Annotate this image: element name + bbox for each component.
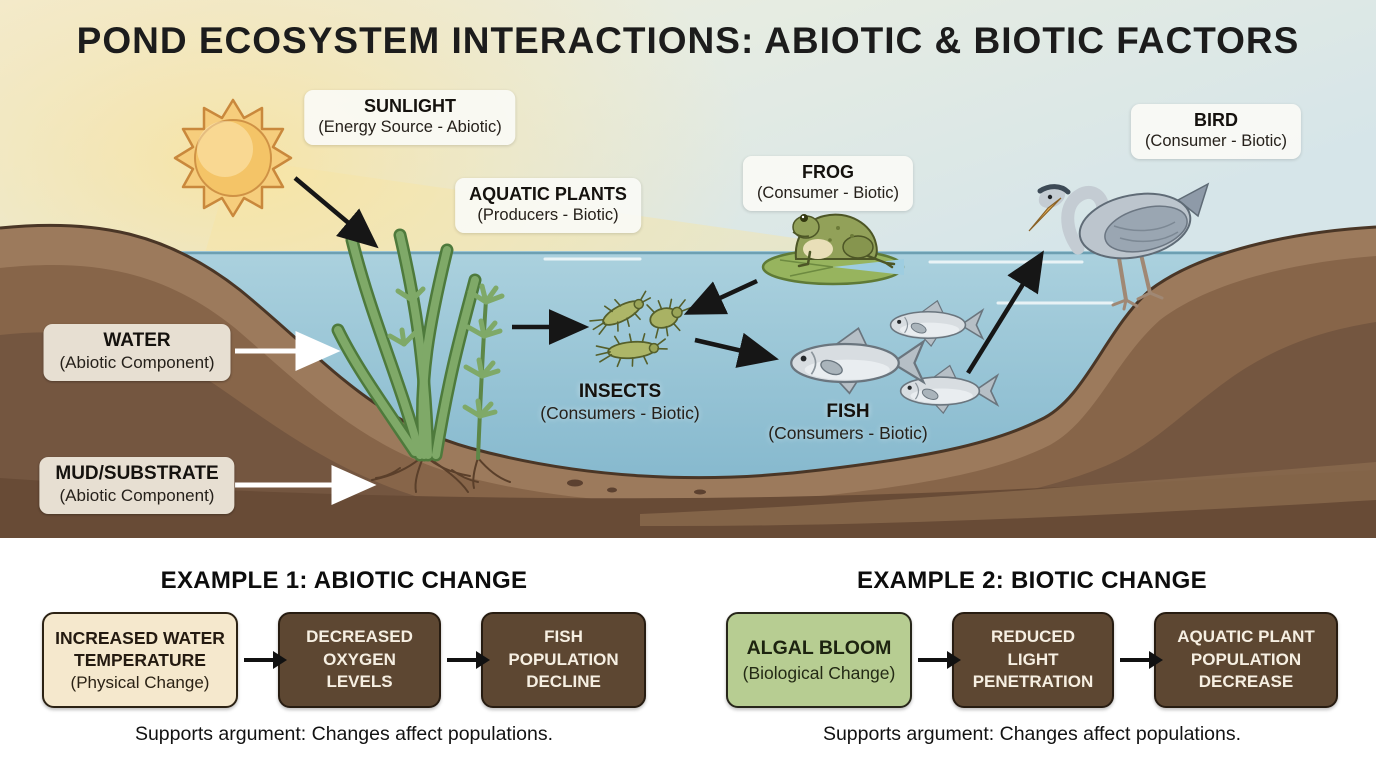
example-1-abiotic-change: EXAMPLE 1: ABIOTIC CHANGE INCREASED WATE…: [0, 538, 688, 768]
label-insects-sub: (Consumers - Biotic): [540, 403, 700, 423]
label-bird-title: BIRD: [1194, 110, 1238, 130]
label-bird: BIRD (Consumer - Biotic): [1130, 104, 1302, 159]
flow-box-title: AQUATIC PLANT POPULATION DECREASE: [1177, 627, 1315, 692]
page-title: POND ECOSYSTEM INTERACTIONS: ABIOTIC & B…: [76, 20, 1300, 61]
label-insects: INSECTS (Consumers - Biotic): [526, 376, 713, 431]
flow-box-algal-bloom: ALGAL BLOOM (Biological Change): [726, 612, 912, 708]
label-sunlight: SUNLIGHT (Energy Source - Abiotic): [304, 90, 516, 145]
example-1-flow: INCREASED WATER TEMPERATURE (Physical Ch…: [42, 612, 646, 708]
label-aquatic-plants-title: AQUATIC PLANTS: [469, 184, 627, 204]
right-arrow-icon: [447, 650, 490, 669]
flow-box-reduced-light-penetration: REDUCED LIGHT PENETRATION: [952, 612, 1114, 708]
sun-icon: [173, 98, 293, 218]
right-arrow-icon: [1120, 650, 1163, 669]
flow-box-sub: (Physical Change): [70, 673, 210, 693]
pointer-arrows: [235, 331, 377, 505]
flow-box-fish-population-decline: FISH POPULATION DECLINE: [481, 612, 646, 708]
flow-box-aquatic-plant-population-decrease: AQUATIC PLANT POPULATION DECREASE: [1154, 612, 1338, 708]
right-arrow-icon: [244, 650, 287, 669]
label-water: WATER (Abiotic Component): [43, 324, 231, 381]
heron-illustration: [1028, 182, 1210, 311]
flow-box-title: REDUCED LIGHT PENETRATION: [972, 627, 1094, 692]
examples-section: EXAMPLE 1: ABIOTIC CHANGE INCREASED WATE…: [0, 538, 1376, 768]
label-aquatic-plants: AQUATIC PLANTS (Producers - Biotic): [455, 178, 641, 233]
label-fish: FISH (Consumers - Biotic): [754, 396, 941, 451]
arrow-insects-to-fish: [694, 332, 779, 368]
label-sunlight-sub: (Energy Source - Abiotic): [318, 118, 502, 136]
example-1-caption: Supports argument: Changes affect popula…: [134, 723, 554, 745]
label-water-title: WATER: [103, 330, 171, 351]
label-frog-title: FROG: [802, 162, 854, 182]
example-2-biotic-change: EXAMPLE 2: BIOTIC CHANGE ALGAL BLOOM (Bi…: [688, 538, 1376, 768]
arrow-frog-to-insects: [683, 278, 758, 315]
flow-arrows: [293, 176, 1044, 375]
label-frog-sub: (Consumer - Biotic): [756, 184, 900, 202]
label-frog: FROG (Consumer - Biotic): [742, 156, 914, 211]
frog-on-lilypad-illustration: [761, 213, 905, 286]
label-mud-sub: (Abiotic Component): [59, 486, 215, 505]
label-mud-title: MUD/SUBSTRATE: [55, 463, 219, 484]
arrow-fish-to-bird: [966, 250, 1044, 375]
label-fish-sub: (Consumers - Biotic): [768, 423, 928, 443]
flow-box-title: INCREASED WATER TEMPERATURE: [55, 627, 225, 670]
example-1-heading: EXAMPLE 1: ABIOTIC CHANGE: [160, 567, 528, 594]
aquatic-plants-illustration: [331, 228, 505, 462]
label-insects-title: INSECTS: [578, 381, 662, 402]
example-2-flow: ALGAL BLOOM (Biological Change) REDUCED …: [726, 612, 1338, 708]
label-sunlight-title: SUNLIGHT: [363, 96, 456, 116]
example-2-heading: EXAMPLE 2: BIOTIC CHANGE: [857, 567, 1207, 594]
label-bird-sub: (Consumer - Biotic): [1144, 132, 1288, 150]
flow-box-title: DECREASED OXYGEN LEVELS: [306, 627, 413, 692]
label-mud: MUD/SUBSTRATE (Abiotic Component): [39, 457, 235, 514]
arrow-sun-to-plants: [293, 176, 379, 249]
flow-box-title: ALGAL BLOOM: [746, 637, 892, 660]
flow-box-title: FISH POPULATION DECLINE: [508, 627, 619, 692]
right-arrow-icon: [918, 650, 961, 669]
pond-scene-illustration: [0, 0, 1376, 538]
insects-illustration: [589, 290, 692, 368]
label-aquatic-plants-sub: (Producers - Biotic): [477, 206, 619, 224]
flow-box-increased-water-temperature: INCREASED WATER TEMPERATURE (Physical Ch…: [42, 612, 238, 708]
label-water-sub: (Abiotic Component): [59, 353, 215, 372]
label-fish-title: FISH: [826, 401, 870, 422]
flow-box-sub: (Biological Change): [742, 662, 896, 683]
example-2-caption: Supports argument: Changes affect popula…: [822, 723, 1242, 745]
flow-box-decreased-oxygen-levels: DECREASED OXYGEN LEVELS: [278, 612, 441, 708]
